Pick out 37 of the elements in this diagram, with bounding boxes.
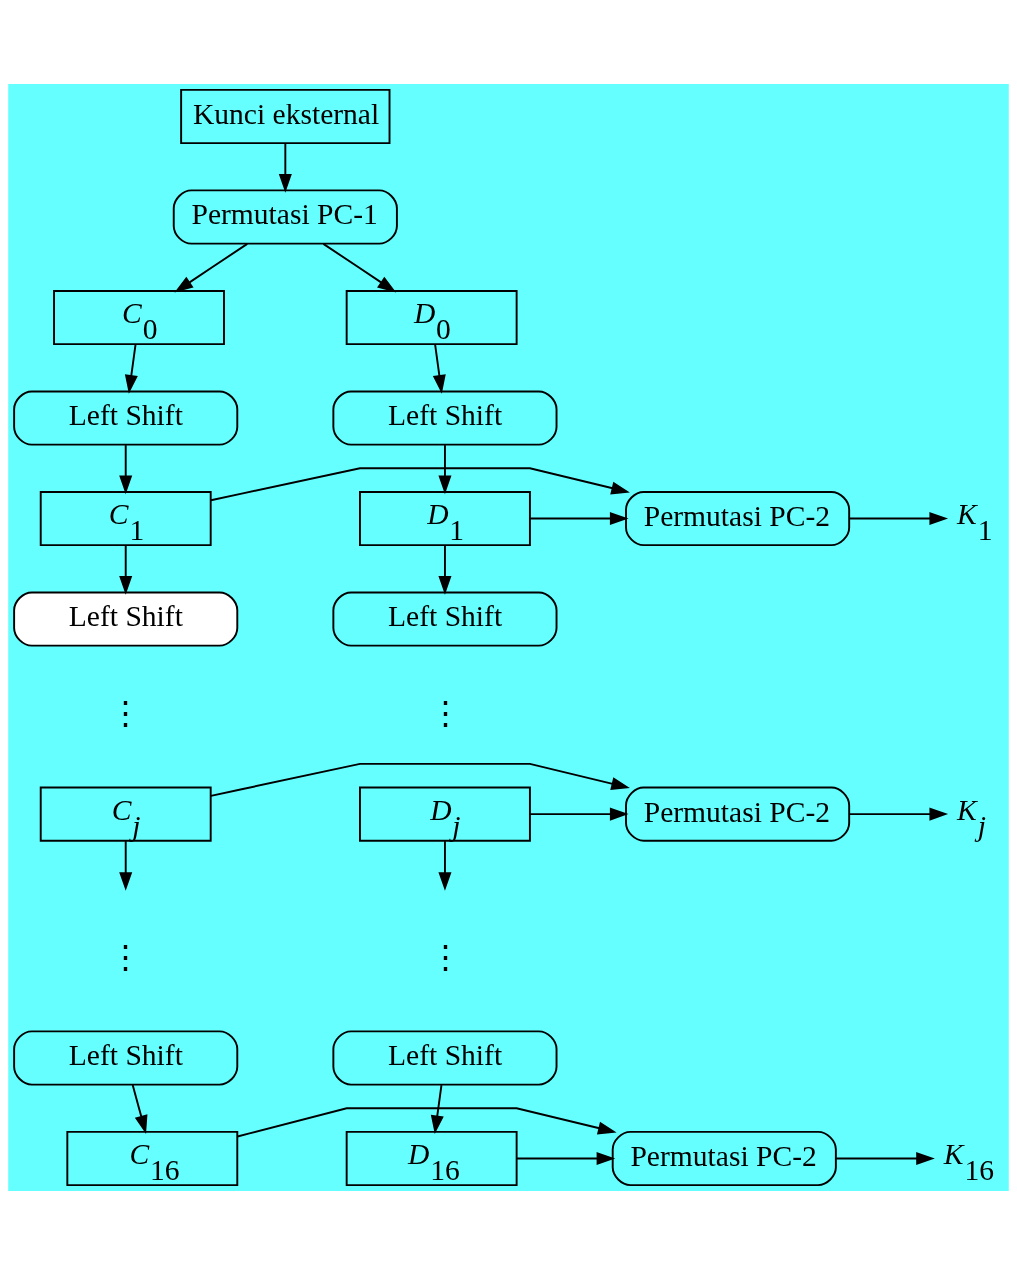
arrow: [438, 444, 452, 495]
arrow: [124, 343, 138, 394]
arrow: [529, 807, 629, 821]
arrow: [835, 1151, 935, 1165]
node-box: Left Shift: [13, 591, 239, 647]
arrow: [236, 1107, 617, 1138]
node-box: Left Shift: [13, 390, 239, 446]
node-box: Left Shift: [332, 1030, 558, 1086]
arrow: [131, 1084, 148, 1135]
node-box: Left Shift: [332, 591, 558, 647]
arrow: [848, 807, 949, 821]
arrow: [438, 544, 452, 595]
node-box: Kunci eksternal: [180, 88, 391, 145]
arrow: [119, 544, 133, 595]
arrow: [430, 1084, 444, 1135]
label: ⋮: [428, 939, 462, 976]
arrow: [848, 512, 949, 526]
arrow: [432, 343, 446, 394]
arrow: [210, 467, 630, 502]
node-box: Left Shift: [13, 1030, 239, 1086]
label: ⋮: [428, 695, 462, 732]
node-box: Permutasi PC-2: [625, 786, 851, 842]
label: ⋮: [109, 939, 143, 976]
node-box: Permutasi PC-2: [625, 490, 851, 547]
arrow: [174, 242, 249, 293]
arrow: [515, 1151, 616, 1165]
label: ⋮: [109, 695, 143, 732]
arrow: [322, 242, 397, 293]
arrow: [119, 839, 133, 891]
arrow: [119, 444, 133, 495]
arrow: [529, 512, 629, 526]
arrow: [438, 839, 452, 891]
arrow: [210, 762, 630, 797]
node-box: Permutasi PC-1: [172, 189, 398, 245]
node-box: Left Shift: [332, 390, 558, 446]
node-box: Permutasi PC-2: [611, 1130, 837, 1187]
arrow: [278, 142, 292, 193]
